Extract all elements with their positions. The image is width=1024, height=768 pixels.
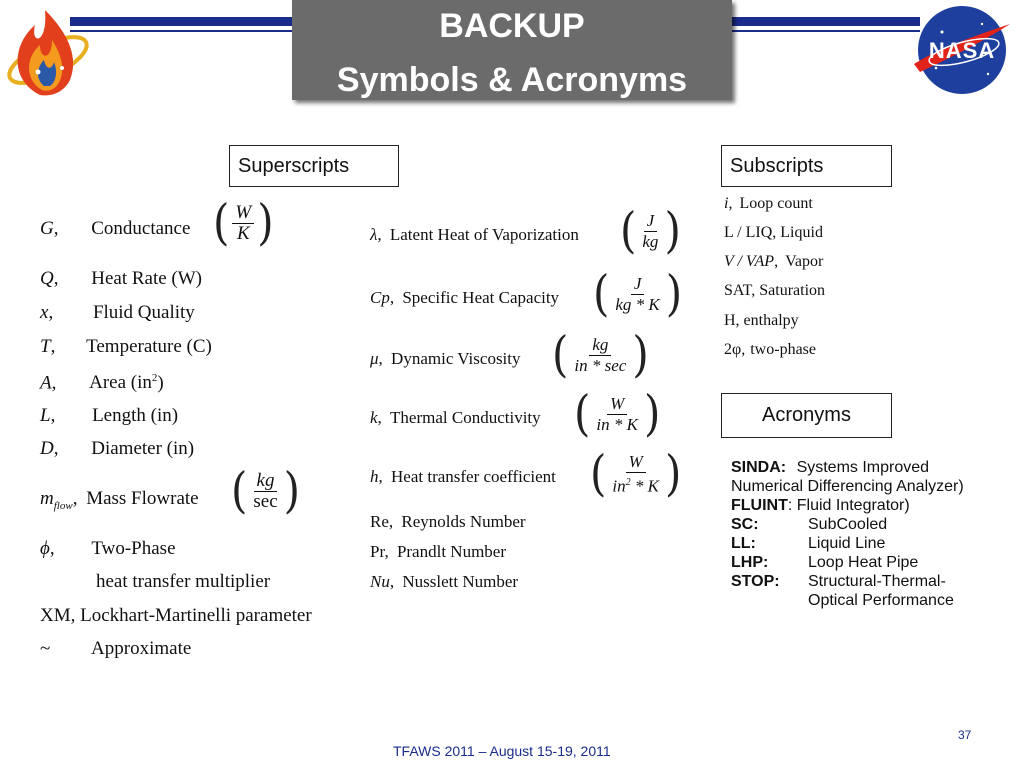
symbol-row-mass-flowrate: mflow, Mass Flowrate (40, 488, 199, 512)
acronym-row-sinda: SINDA: Systems Improved Numerical Differ… (731, 459, 964, 495)
subscript-row-loop-count: i, Loop count (724, 195, 813, 212)
symbol-row-temperature: T, Temperature (C) (40, 336, 212, 357)
symbol-row-thermal-conductivity: k, Thermal Conductivity (370, 408, 541, 427)
symbol-row-heat-rate: Q, Heat Rate (W) (40, 268, 203, 289)
superscripts-label-box: Superscripts (229, 145, 399, 187)
symbol-row-latent-heat: λ, Latent Heat of Vaporization (370, 225, 579, 244)
title-line-2: Symbols & Acronyms (336, 61, 688, 99)
subscript-row-two-phase: 2φ, two-phase (724, 341, 816, 358)
nasa-meatball-icon: NASA (912, 2, 1012, 98)
symbol-row-heat-transfer-coefficient: h, Heat transfer coefficient (370, 467, 556, 486)
footer-conference: TFAWS 2011 – August 15-19, 2011 (393, 743, 611, 759)
subscript-row-saturation: SAT, Saturation (724, 282, 826, 299)
symbol-row-two-phase-multiplier: heat transfer multiplier (96, 571, 271, 592)
symbol-row-fluid-quality: x, Fluid Quality (40, 302, 195, 323)
page-number: 37 (958, 728, 972, 742)
acronym-row-lhp: LHP:Loop Heat Pipe (731, 554, 919, 571)
subscripts-label-box: Subscripts (721, 145, 892, 187)
symbol-row-lockhart-martinelli: XM, Lockhart-Martinelli parameter (40, 605, 312, 626)
symbol-row-diameter: D, Diameter (in) (40, 438, 195, 459)
subscript-row-enthalpy: H, enthalpy (724, 312, 799, 329)
acronym-row-ll: LL:Liquid Line (731, 535, 886, 552)
subscript-row-liquid: L / LIQ, Liquid (724, 224, 823, 241)
acronym-row-fluint: FLUINT: Fluid Integrator) (731, 497, 910, 514)
symbol-row-approximate: ~ Approximate (40, 638, 192, 659)
symbol-row-specific-heat: Cp, Specific Heat Capacity (370, 288, 560, 307)
subscript-row-vapor: V / VAP, Vapor (724, 253, 824, 270)
flame-logo-icon (0, 0, 100, 100)
header-bar-left (70, 17, 292, 26)
symbol-row-dynamic-viscosity: μ, Dynamic Viscosity (370, 349, 521, 368)
header-bar-right (732, 17, 920, 26)
acronyms-label-box: Acronyms (721, 393, 892, 438)
symbol-row-conductance: G, Conductance (40, 218, 191, 239)
symbol-row-two-phase: ϕ, Two-Phase (40, 538, 176, 559)
subscripts-label: Subscripts (730, 154, 824, 177)
acronym-row-stop: STOP:Structural-Thermal- Optical Perform… (731, 573, 954, 609)
symbol-row-length: L, Length (in) (40, 405, 179, 426)
header-rule-left (70, 30, 292, 32)
symbol-row-area: A, Area (in2) (40, 372, 164, 394)
symbol-row-prandtl: Pr, Prandlt Number (370, 542, 507, 561)
title-line-1: BACKUP (439, 7, 585, 45)
header-rule-right (732, 30, 920, 32)
nasa-logo-text: NASA (928, 38, 996, 63)
acronym-row-sc: SC:SubCooled (731, 516, 888, 533)
superscripts-label: Superscripts (238, 154, 350, 177)
symbol-row-reynolds: Re, Reynolds Number (370, 512, 526, 531)
symbol-row-nusselt: Nu, Nusslett Number (370, 572, 519, 591)
acronyms-label: Acronyms (762, 404, 851, 426)
title-banner: BACKUP Symbols & Acronyms (292, 0, 732, 100)
